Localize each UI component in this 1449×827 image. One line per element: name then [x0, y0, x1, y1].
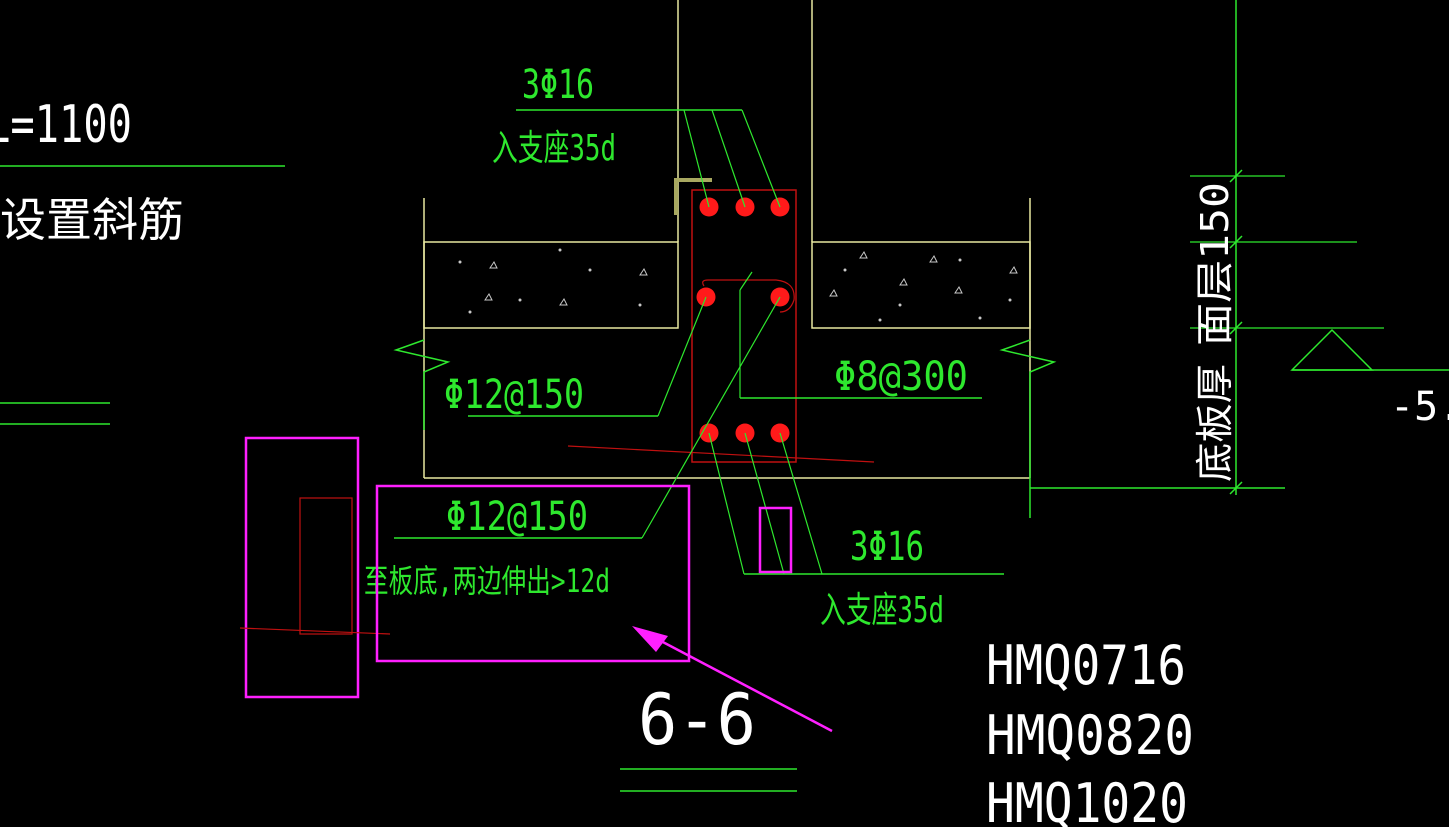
slab-thickness-dim: 底板厚 [1193, 364, 1237, 482]
stirrup-callout: Φ8@300 [739, 271, 982, 400]
section-title: 6-6 [638, 679, 756, 761]
top-rebar-callout: 3Φ16 入支座35d [492, 62, 781, 208]
rebar-note: 设置斜筋 [0, 193, 184, 247]
door-code-1: HMQ0716 [986, 634, 1186, 697]
slab-hatch-left [423, 241, 679, 329]
markup-box-small [758, 506, 793, 574]
top-rebar-label: 3Φ16 [522, 62, 594, 108]
bottom-anchor-label: 入支座35d [820, 590, 944, 631]
slab-hatch-right [811, 241, 1031, 329]
markup-inner-red-box [299, 497, 353, 635]
elevation-value: -5. [1390, 384, 1449, 430]
markup-box-center [375, 484, 691, 663]
left-notes: L=1100 设置斜筋 [0, 95, 285, 425]
surface-layer-dim: 面层150 [1193, 182, 1237, 346]
stirrup-lower-extension [567, 445, 875, 463]
section-title-block: 6-6 [620, 679, 797, 792]
top-anchor-label: 入支座35d [492, 128, 616, 169]
markup-annotations [239, 436, 833, 733]
break-symbol-left [393, 339, 451, 430]
column-outline [674, 0, 813, 242]
door-code-3: HMQ1020 [986, 772, 1188, 827]
slab-note-label: 至板底,两边伸出>12d [364, 562, 610, 600]
beam-cage [567, 189, 875, 463]
markup-arrow-head [632, 626, 668, 652]
concrete-hatch-marks [458, 248, 1018, 322]
door-code-list: HMQ0716 HMQ0820 HMQ1020 [986, 634, 1194, 827]
markup-inner-red-line [239, 627, 391, 635]
right-dimension-block: 面层150 底板厚 -5. [1190, 0, 1449, 495]
slab-rebar-upper-label: Φ12@150 [444, 372, 584, 418]
corner-bend-mark [674, 178, 712, 215]
door-code-2: HMQ0820 [986, 704, 1194, 767]
length-label: L=1100 [0, 95, 132, 155]
stirrup-hook [702, 279, 795, 313]
slab-rebar-lower-label: Φ12@150 [446, 494, 588, 540]
stirrup-label: Φ8@300 [834, 354, 968, 400]
bottom-rebar-callout: 3Φ16 入支座35d [708, 432, 1004, 631]
slab [393, 198, 1285, 518]
elevation-triangle-symbol [1290, 328, 1374, 371]
bottom-rebar-label: 3Φ16 [850, 524, 924, 570]
markup-arrow-shaft [639, 628, 833, 733]
beam-outline [691, 189, 797, 463]
markup-box-left [244, 436, 360, 699]
slab-rebar-lower-callout: Φ12@150 至板底,两边伸出>12d [364, 296, 781, 600]
break-symbol-right [999, 339, 1057, 518]
slab-rebar-upper-callout: Φ12@150 [444, 296, 707, 418]
